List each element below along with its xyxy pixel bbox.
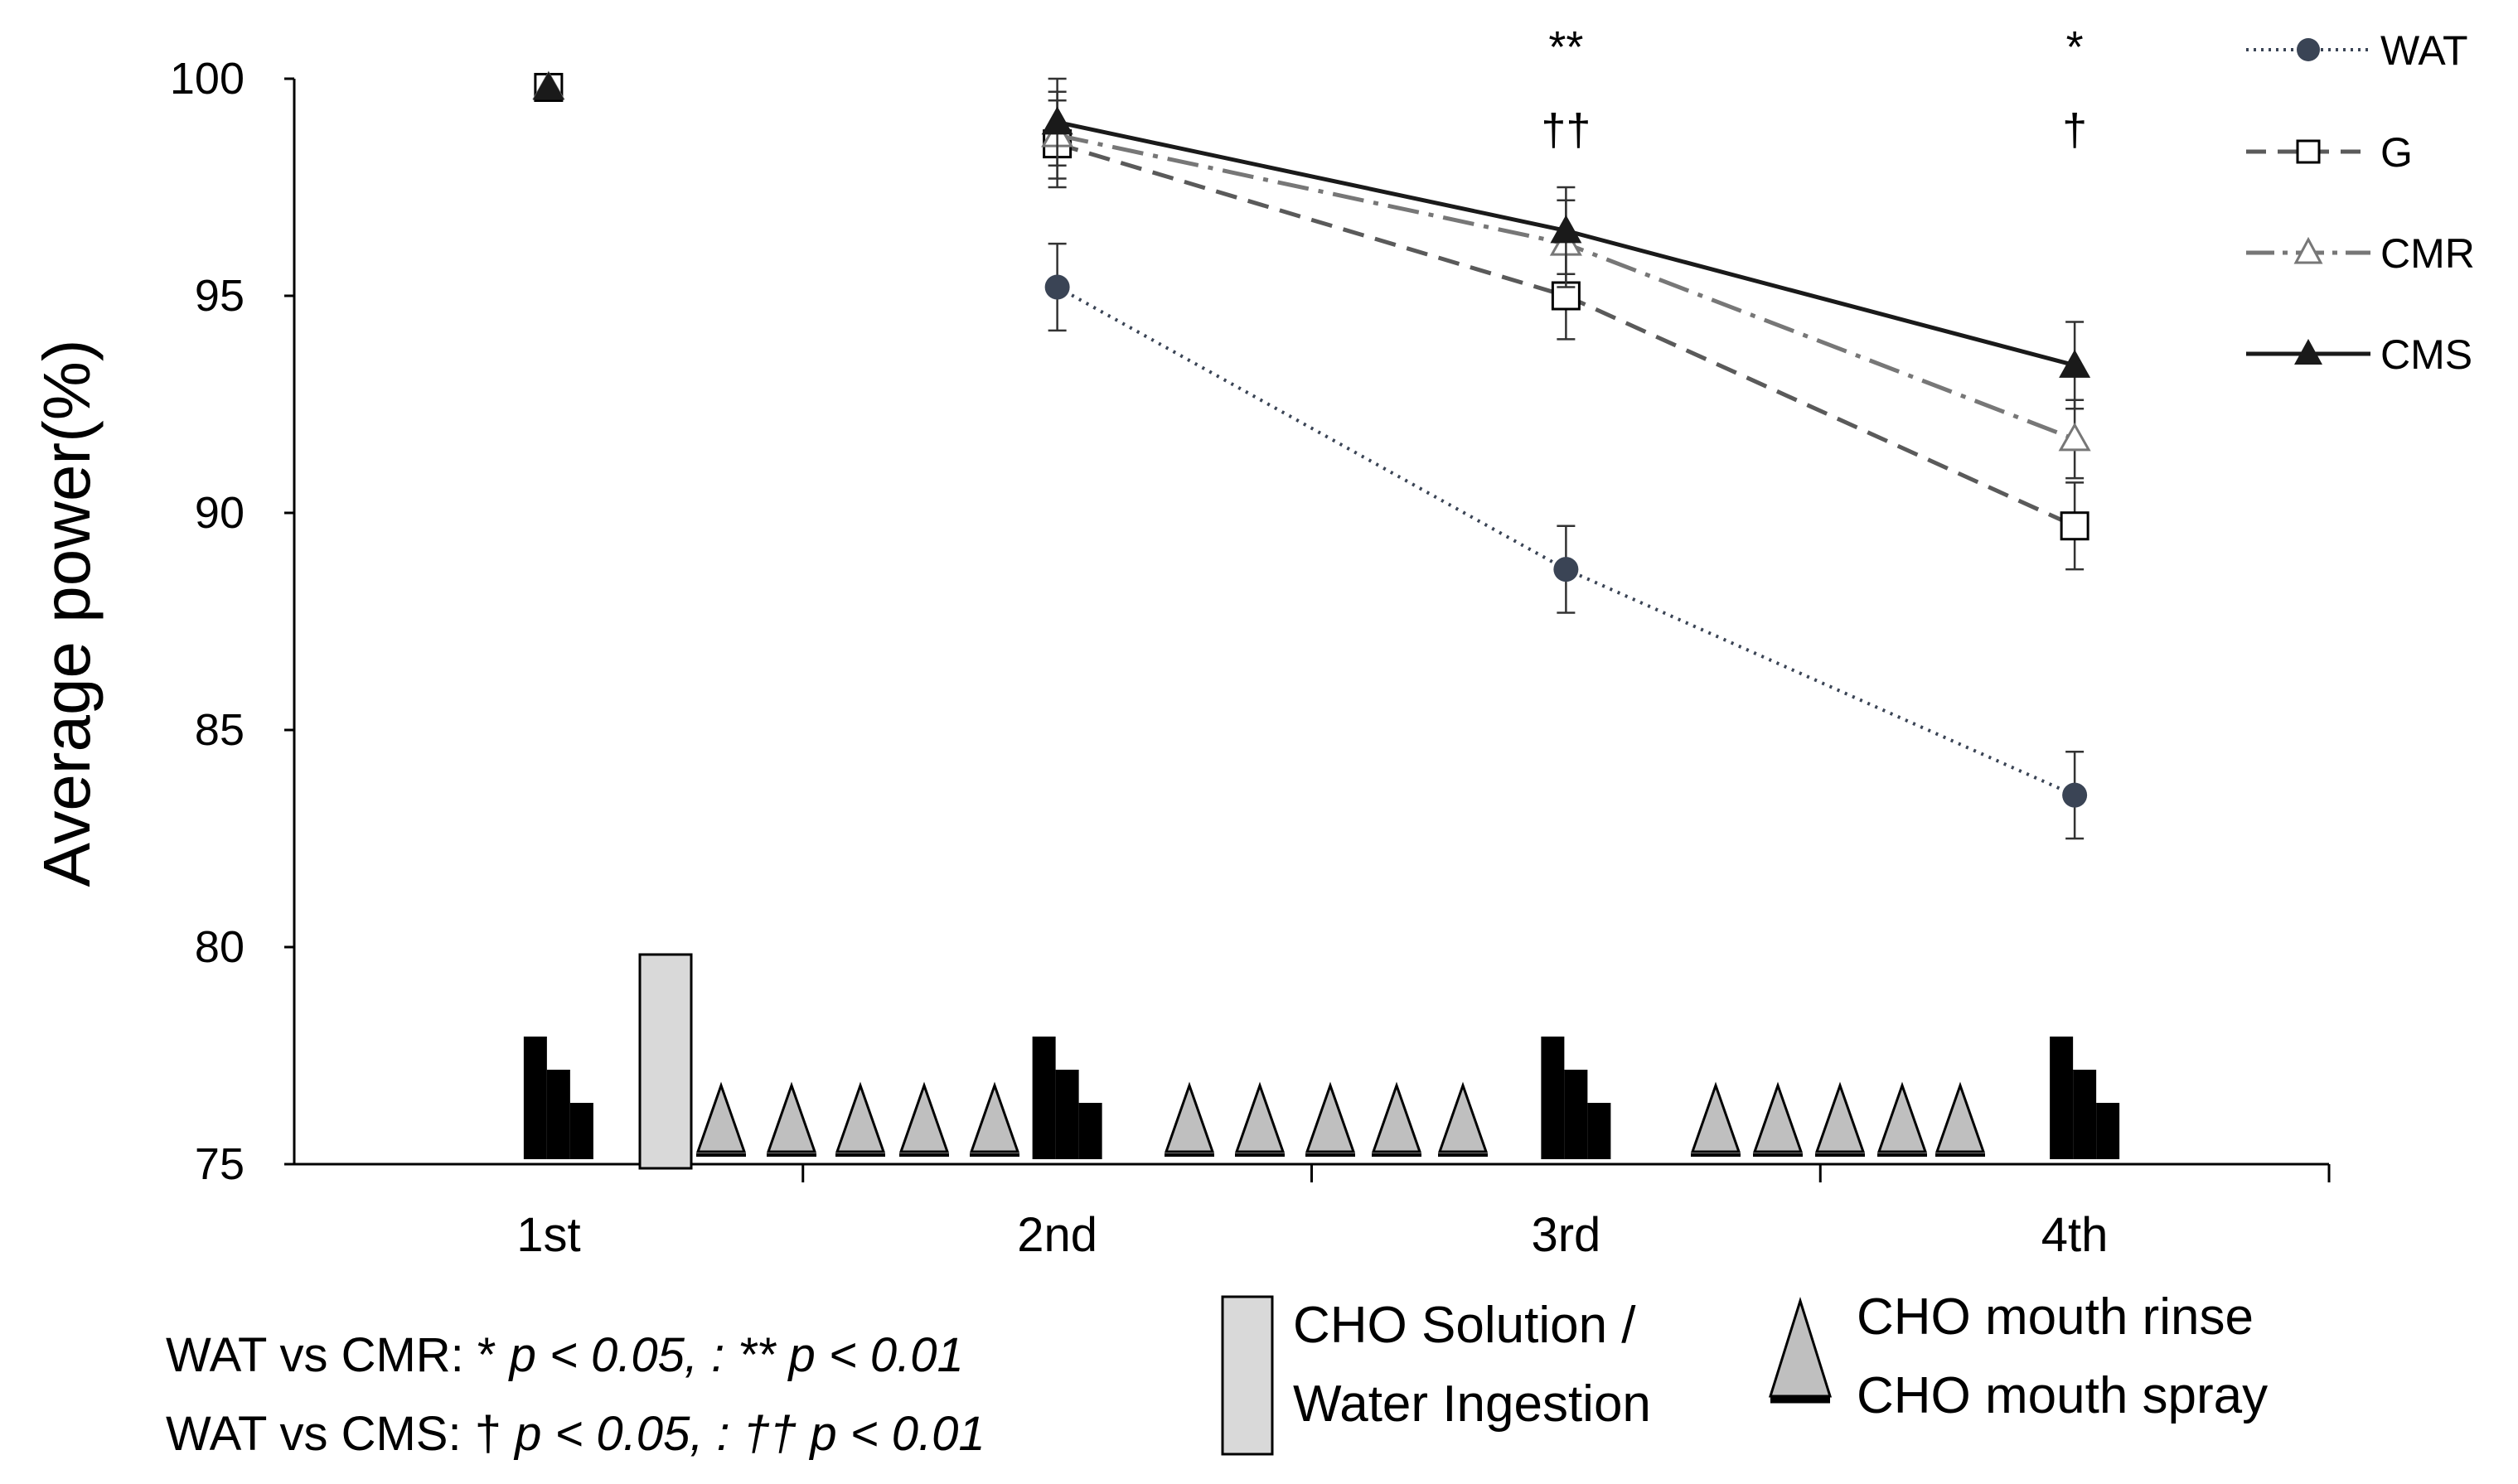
legend-label-g: G bbox=[2380, 129, 2413, 176]
mouth-rinse-marker bbox=[1814, 1081, 1866, 1153]
sprint-step-block bbox=[2096, 1103, 2120, 1159]
mouth-rinse-marker bbox=[766, 1081, 817, 1153]
sprint-step-block bbox=[546, 1070, 570, 1159]
y-tick-label: 75 bbox=[195, 1139, 245, 1189]
sprint-step-block bbox=[1032, 1037, 1056, 1159]
legend-marker-wat bbox=[2297, 38, 2320, 61]
data-point-wat bbox=[1044, 274, 1070, 300]
y-tick-label: 100 bbox=[170, 54, 245, 104]
legend-marker-cmr bbox=[2293, 236, 2323, 264]
sprint-step-block bbox=[1078, 1103, 1102, 1159]
data-point-cmr bbox=[2058, 422, 2091, 452]
mouth-rinse-marker bbox=[1305, 1081, 1356, 1153]
data-point-cms bbox=[1550, 215, 1582, 244]
mouth-rinse-marker bbox=[1371, 1081, 1422, 1153]
significance-upper: * bbox=[2066, 22, 2084, 72]
x-ticks: 1st 2nd 3rd 4th bbox=[516, 1164, 2331, 1262]
legend-item-cms: CMS bbox=[2246, 331, 2472, 378]
y-tick-label: 90 bbox=[195, 488, 245, 538]
legend-label-wat: WAT bbox=[2380, 27, 2468, 74]
significance-lower: †† bbox=[1541, 105, 1591, 155]
sprint-step-block bbox=[523, 1037, 547, 1159]
footnote-line-1-prefix: WAT vs CMR: * bbox=[166, 1328, 510, 1382]
spray-legend-label: CHO mouth spray bbox=[1857, 1367, 2268, 1424]
sprint-step-block bbox=[2050, 1037, 2074, 1159]
data-point-cms bbox=[532, 71, 564, 100]
footnote-line-2-italic: p < 0.05, : †† p < 0.01 bbox=[513, 1407, 985, 1461]
mouth-rinse-marker bbox=[1752, 1081, 1804, 1153]
mouth-rinse-marker bbox=[1437, 1081, 1489, 1153]
sprint-step-block bbox=[569, 1103, 593, 1159]
footnote-line-1: WAT vs CMR: * p < 0.05, : ** p < 0.01 bbox=[166, 1328, 964, 1382]
sprint-step-block bbox=[1587, 1103, 1611, 1159]
mouth-rinse-marker bbox=[835, 1081, 886, 1153]
y-axis-label: Average power(%) bbox=[30, 339, 104, 887]
mouth-rinse-marker bbox=[1234, 1081, 1286, 1153]
legend-item-wat: WAT bbox=[2246, 27, 2468, 74]
data-point-wat bbox=[1553, 557, 1579, 582]
solution-ingestion-bar bbox=[638, 953, 693, 1170]
mouth-rinse-marker bbox=[1164, 1081, 1215, 1153]
footnote: WAT vs CMR: * p < 0.05, : ** p < 0.01 WA… bbox=[166, 1328, 985, 1461]
y-tick-label: 80 bbox=[195, 922, 245, 972]
sprint-step-block bbox=[1541, 1037, 1565, 1159]
y-tick-label: 95 bbox=[195, 271, 245, 321]
y-tick-label: 85 bbox=[195, 705, 245, 755]
x-tick-label: 3rd bbox=[1531, 1208, 1600, 1262]
legend-item-g: G bbox=[2246, 129, 2413, 176]
y-ticks: 75 80 85 90 95 100 bbox=[170, 54, 294, 1189]
legend-marker-cms bbox=[2294, 339, 2322, 365]
protocol-markers bbox=[523, 953, 2120, 1170]
rinse-spray-legend-icon bbox=[1768, 1296, 1833, 1398]
solution-legend-label-2: Water Ingestion bbox=[1293, 1375, 1651, 1433]
footnote-line-2: WAT vs CMS: † p < 0.05, : †† p < 0.01 bbox=[166, 1407, 985, 1461]
solution-legend-label-1: CHO Solution / bbox=[1293, 1297, 1636, 1354]
legend-label-cmr: CMR bbox=[2380, 230, 2475, 277]
rinse-legend-label: CHO mouth rinse bbox=[1857, 1288, 2254, 1346]
significance-markers: ** †† * † bbox=[1541, 22, 2087, 155]
data-point-g bbox=[2060, 511, 2089, 541]
sprint-step-block bbox=[1055, 1070, 1079, 1159]
protocol-legend: CHO Solution / Water Ingestion CHO mouth… bbox=[1221, 1288, 2268, 1456]
footnote-line-2-prefix: WAT vs CMS: † bbox=[166, 1407, 515, 1461]
data-point-cms bbox=[2059, 349, 2091, 378]
legend-item-cmr: CMR bbox=[2246, 230, 2475, 277]
x-tick-label: 1st bbox=[516, 1208, 580, 1262]
legend-label-cms: CMS bbox=[2380, 331, 2472, 378]
footnote-line-1-italic: p < 0.05, : ** p < 0.01 bbox=[508, 1328, 964, 1382]
sprint-step-block bbox=[2073, 1070, 2097, 1159]
x-tick-label: 4th bbox=[2041, 1208, 2109, 1262]
mouth-rinse-marker bbox=[695, 1081, 747, 1153]
solution-legend-icon bbox=[1221, 1295, 1274, 1456]
x-tick-label: 2nd bbox=[1017, 1208, 1097, 1262]
mouth-rinse-marker bbox=[969, 1081, 1020, 1153]
data-point-wat bbox=[2062, 782, 2088, 808]
series-legend: WAT G CMR CMS bbox=[2246, 27, 2475, 378]
legend-marker-g bbox=[2296, 139, 2321, 164]
significance-upper: ** bbox=[1548, 22, 1583, 72]
data-point-cms bbox=[1041, 106, 1073, 135]
significance-lower: † bbox=[2062, 105, 2087, 155]
mouth-rinse-marker bbox=[898, 1081, 950, 1153]
mouth-rinse-marker bbox=[1876, 1081, 1928, 1153]
data-series bbox=[532, 70, 2091, 840]
mouth-rinse-marker bbox=[1935, 1081, 1986, 1153]
mouth-rinse-marker bbox=[1690, 1081, 1741, 1153]
sprint-step-block bbox=[1564, 1070, 1588, 1159]
